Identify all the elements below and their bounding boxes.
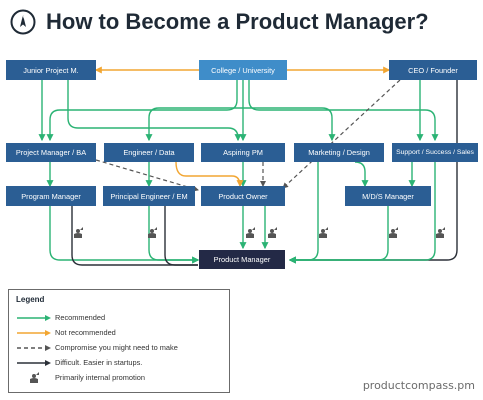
node-project-manager-ba: Project Manager / BA — [6, 143, 96, 162]
node-college: College / University — [199, 60, 287, 80]
legend-item-difficult: Difficult. Easier in startups. — [9, 357, 229, 369]
compass-icon: N — [10, 9, 36, 35]
compass-letter: N — [21, 15, 25, 21]
node-product-manager: Product Manager — [199, 250, 285, 269]
title-bar: N How to Become a Product Manager? — [10, 6, 429, 38]
dark-arrow-icon — [17, 360, 51, 366]
node-support: Support / Success / Sales — [392, 143, 478, 162]
legend-label: Not recommended — [55, 328, 116, 337]
legend-label: Compromise you might need to make — [55, 343, 178, 352]
node-aspiring-pm: Aspiring PM — [201, 143, 285, 162]
page-title: How to Become a Product Manager? — [46, 9, 429, 34]
legend-label: Primarily internal promotion — [55, 373, 145, 382]
dashed-arrow-icon — [17, 345, 51, 351]
legend-label: Difficult. Easier in startups. — [55, 358, 143, 367]
legend: Legend Recommended Not recommended Compr… — [8, 289, 230, 393]
orange-arrow-icon — [17, 330, 51, 336]
legend-label: Recommended — [55, 313, 106, 322]
node-ceo: CEO / Founder — [389, 60, 477, 80]
node-marketing-design: Marketing / Design — [294, 143, 384, 162]
green-arrow-icon — [17, 315, 51, 321]
node-program-manager: Program Manager — [6, 186, 96, 206]
node-junior-pm: Junior Project M. — [6, 60, 96, 80]
legend-item-compromise: Compromise you might need to make — [9, 342, 229, 354]
promotion-icon — [30, 372, 39, 383]
legend-item-promotion: Primarily internal promotion — [9, 372, 229, 384]
footer-credit: productcompass.pm — [362, 379, 475, 392]
legend-item-recommended: Recommended — [9, 312, 229, 324]
node-mds-manager: M/D/S Manager — [345, 186, 431, 206]
legend-title: Legend — [16, 295, 45, 304]
node-engineer-data: Engineer / Data — [104, 143, 194, 162]
legend-item-not-recommended: Not recommended — [9, 327, 229, 339]
node-principal-engineer: Principal Engineer / EM — [103, 186, 195, 206]
node-product-owner: Product Owner — [201, 186, 285, 206]
